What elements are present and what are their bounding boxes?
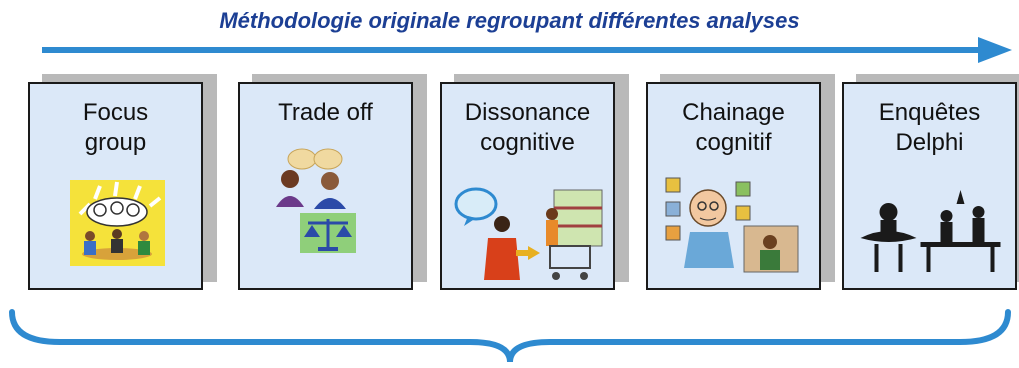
card-label-line2: Delphi [895, 129, 964, 156]
thinking-man-illustration [665, 177, 799, 273]
process-arrow [42, 37, 1012, 63]
card-label-line2: cognitive [480, 129, 575, 156]
delphi-oracle-illustration [860, 190, 1001, 272]
diagram-title: Méthodologie originale regroupant différ… [219, 8, 800, 33]
card-label-line1: Focus [82, 99, 149, 126]
card-label-line1: Enquêtes [878, 99, 981, 126]
trade-off-scale-illustration [276, 148, 356, 253]
card-enquetes-delphi: Enquêtes Delphi [842, 74, 1019, 292]
card-box: Focus group [28, 82, 203, 290]
card-label-line1: Dissonance [464, 99, 591, 126]
card-trade-off: Trade off [238, 74, 427, 292]
card-label-line2: cognitif [695, 129, 772, 156]
card-label-line1: Chainage [682, 99, 785, 126]
card-box: Dissonance cognitive [440, 82, 615, 290]
card-box: Enquêtes Delphi [842, 82, 1017, 290]
card-box: Trade off [238, 82, 413, 290]
focus-group-meeting-illustration [70, 180, 165, 266]
card-dissonance-cognitive: Dissonance cognitive [440, 74, 629, 292]
card-focus-group: Focus group [28, 74, 217, 292]
card-box: Chainage cognitif [646, 82, 821, 290]
card-chainage-cognitif: Chainage cognitif [646, 74, 835, 292]
grouping-brace [9, 309, 1011, 363]
shopper-cart-illustration [454, 187, 603, 280]
card-label-line2: group [84, 129, 147, 156]
card-label-line1: Trade off [278, 99, 373, 126]
